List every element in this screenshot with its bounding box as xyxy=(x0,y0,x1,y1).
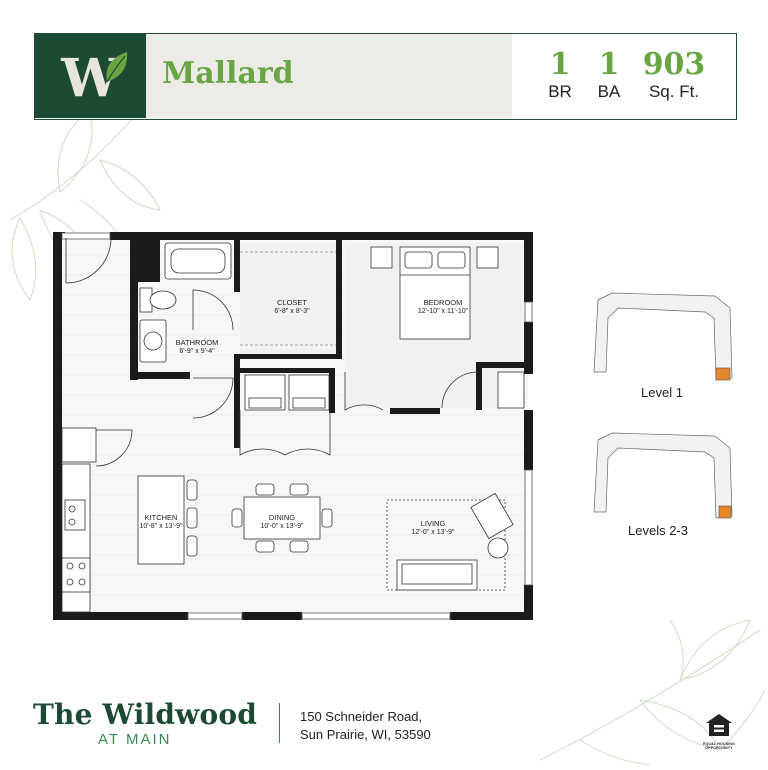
closet-name: CLOSET xyxy=(276,298,307,307)
stat-bathrooms-label: BA xyxy=(597,82,621,101)
room-label-bedroom: BEDROOM 12'-10" x 11'-10" xyxy=(393,298,493,316)
equal-housing-logo: EQUAL HOUSING OPPORTUNITY xyxy=(702,713,736,750)
room-label-dining: DINING 10'-0" x 13'-9" xyxy=(247,513,317,531)
keyplan-level1 xyxy=(593,292,733,381)
leaf-icon xyxy=(106,52,128,83)
plan-name: Mallard xyxy=(162,56,294,91)
stat-square-feet: 903 Sq. Ft. xyxy=(639,48,709,102)
stat-bathrooms-value: 1 xyxy=(598,47,620,82)
stat-bedrooms-value: 1 xyxy=(549,47,571,82)
address-line-1: 150 Schneider Road, xyxy=(300,709,423,724)
keyplan-levels-2-3-label: Levels 2-3 xyxy=(628,523,688,538)
room-label-closet: CLOSET 6'-8" x 8'-3" xyxy=(252,298,332,316)
stat-bedrooms-label: BR xyxy=(548,82,572,101)
stat-square-feet-label: Sq. Ft. xyxy=(648,82,700,101)
room-label-kitchen: KITCHEN 10'-8" x 13'-9" xyxy=(126,513,196,531)
title-band: Mallard xyxy=(146,34,512,118)
brand-name: The Wildwood xyxy=(33,698,257,731)
plan-stats: 1 BR 1 BA 903 Sq. Ft. xyxy=(535,34,735,118)
stat-bathrooms: 1 BA xyxy=(589,48,629,102)
living-name: LIVING xyxy=(420,519,446,528)
eho-line-2: OPPORTUNITY xyxy=(705,746,733,750)
bathroom-dims: 6'-9" x 9'-4" xyxy=(179,348,215,355)
plan-header: W Mallard 1 BR 1 BA 903 Sq. Ft. xyxy=(34,33,737,120)
closet-dims: 6'-8" x 8'-3" xyxy=(274,308,310,315)
stat-bedrooms: 1 BR xyxy=(540,48,580,102)
dining-dims: 10'-0" x 13'-9" xyxy=(260,523,304,530)
bathroom-name: BATHROOM xyxy=(175,338,219,347)
kitchen-name: KITCHEN xyxy=(144,513,178,522)
wildwood-logo: W xyxy=(35,34,146,118)
eho-line-1: EQUAL HOUSING xyxy=(702,742,736,746)
brand-subtitle: AT MAIN xyxy=(98,731,172,748)
address-line-2: Sun Prairie, WI, 53590 xyxy=(300,727,431,742)
keyplan-levels-2-3 xyxy=(593,432,733,519)
property-address: 150 Schneider Road, Sun Prairie, WI, 535… xyxy=(300,708,431,744)
living-dims: 12'-0" x 13'-9" xyxy=(411,529,455,536)
equal-housing-icon xyxy=(706,714,732,736)
kitchen-dims: 10'-8" x 13'-9" xyxy=(139,523,183,530)
bedroom-dims: 12'-10" x 11'-10" xyxy=(417,308,469,315)
stat-square-feet-value: 903 xyxy=(642,47,706,82)
room-label-bathroom: BATHROOM 6'-9" x 9'-4" xyxy=(162,338,232,356)
footer-divider xyxy=(279,703,280,743)
keyplan-level1-label: Level 1 xyxy=(641,385,683,400)
bedroom-name: BEDROOM xyxy=(423,298,463,307)
dining-name: DINING xyxy=(268,513,296,522)
room-label-living: LIVING 12'-0" x 13'-9" xyxy=(398,519,468,537)
